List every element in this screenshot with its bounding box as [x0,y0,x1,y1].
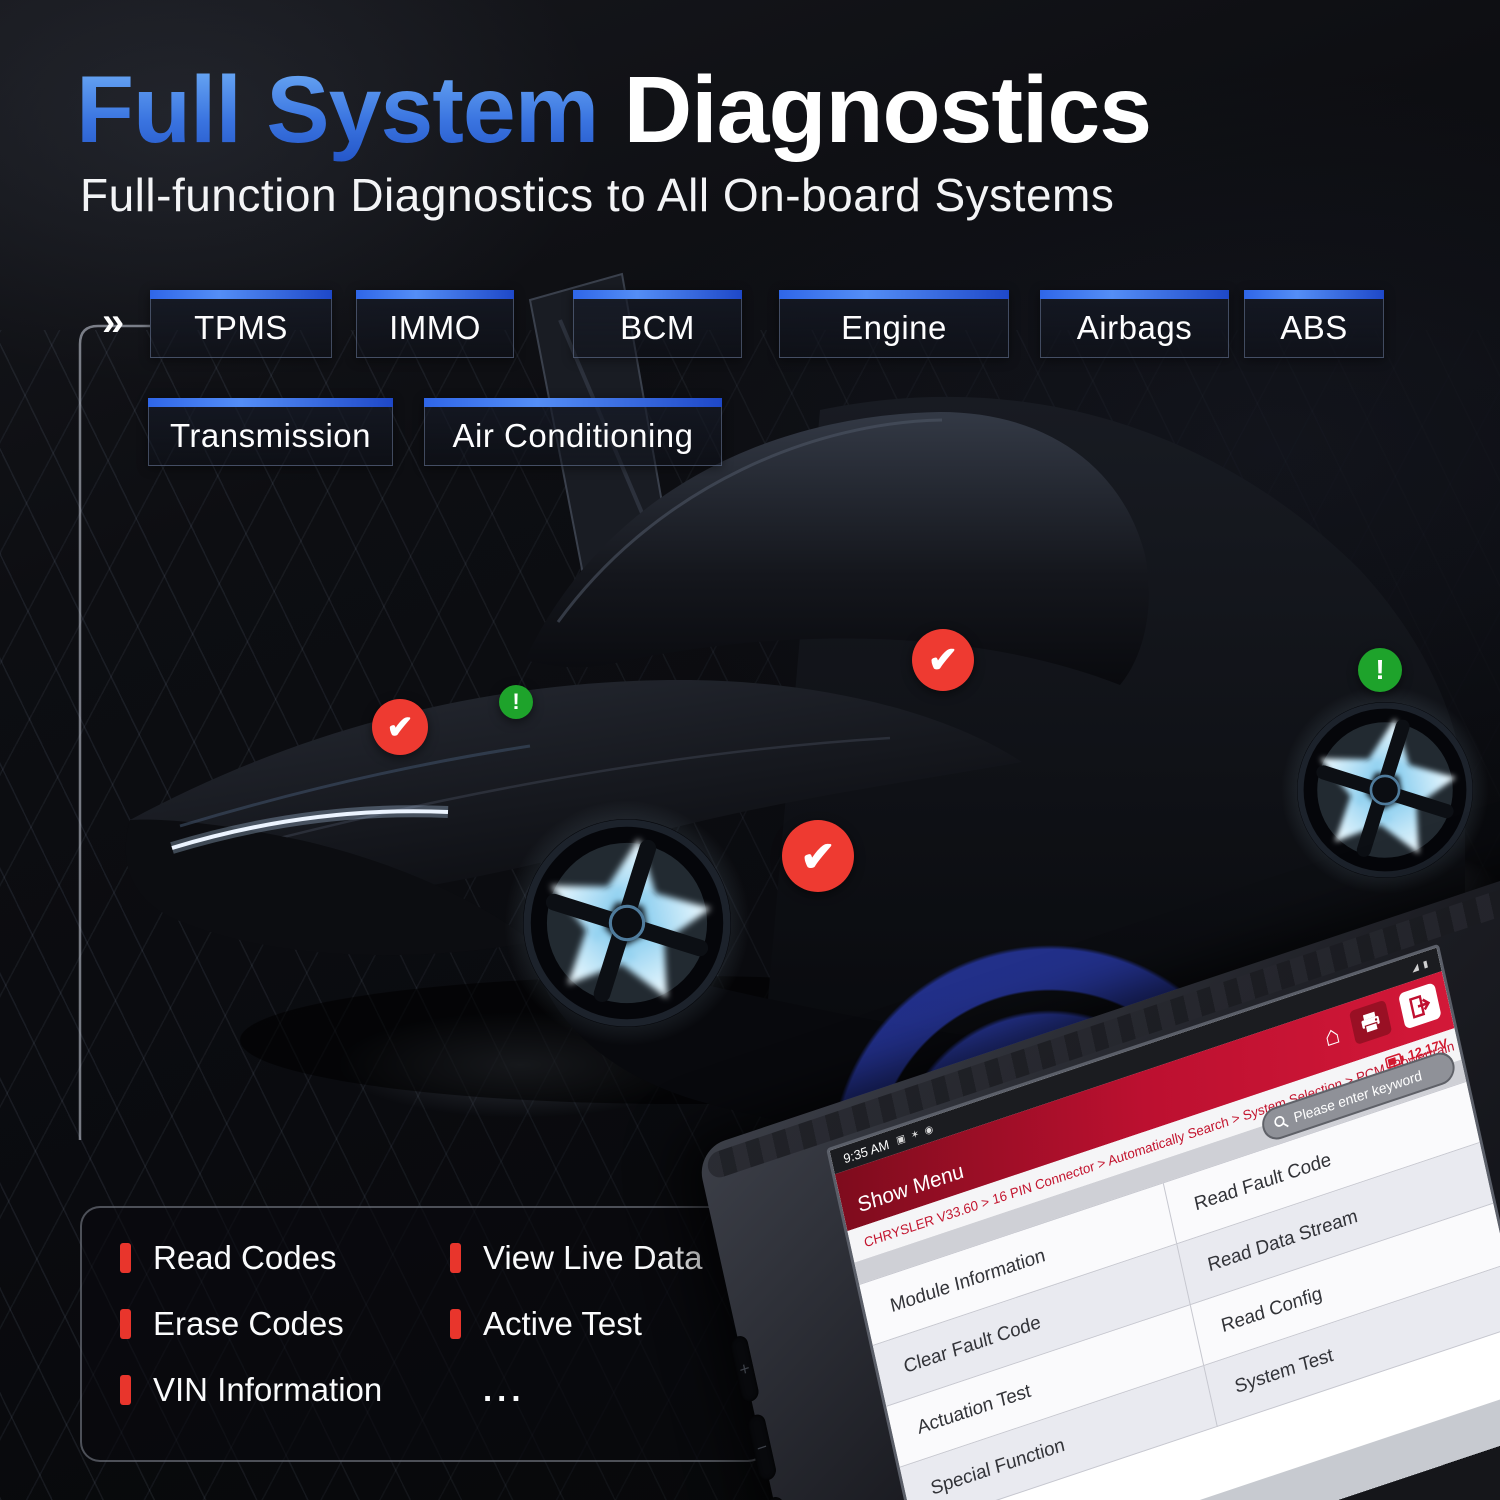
battery-icon: ▮ [1421,957,1429,970]
check-icon: ✔ [386,709,414,745]
battery-voltage: 12.17V [1384,1035,1449,1070]
badge-label: Engine [841,309,947,346]
feature-ellipsis: ... [483,1371,526,1408]
alert-icon: ! [1375,654,1385,685]
search-icon [1274,1115,1289,1127]
list-item: ... [450,1370,703,1410]
print-button[interactable] [1348,999,1393,1046]
check-icon: ✔ [800,832,836,880]
badge-label: Air Conditioning [452,417,694,454]
app-header: Show Menu ⌂ [834,971,1455,1232]
badge-label: IMMO [389,309,481,346]
badge-accent-bar [424,398,722,407]
system-badge-immo: IMMO [356,290,514,358]
feature-label: View Live Data [483,1239,703,1276]
chevrons-marker: » [102,300,125,344]
feature-bullet [120,1309,131,1339]
system-badge-tpms: TPMS [150,290,332,358]
feature-column-right: View Live Data Active Test ... [450,1238,703,1460]
list-item: VIN Information [120,1370,450,1410]
battery-icon [1384,1052,1404,1069]
alert-icon: ! [512,689,520,714]
system-badge-bcm: BCM [573,290,742,358]
feature-label: Read Codes [153,1239,337,1276]
badge-label: BCM [620,309,695,346]
exit-icon [1408,994,1431,1019]
search-input[interactable]: Please enter keyword [1259,1048,1458,1144]
list-item: Read Codes [120,1238,450,1278]
title-rest: Diagnostics [623,57,1152,163]
feature-bullet [450,1309,461,1339]
list-item: View Live Data [450,1238,703,1278]
badge-accent-bar [150,290,332,299]
page-title: Full System Diagnostics [76,56,1152,165]
header-actions: ⌂ [1320,982,1442,1055]
diagnostic-tablet: + − 9:35 AM ▣ ✶ ◉ ◢ ▮ Show Menu ⌂ [696,800,1500,1500]
feature-list-panel: Read Codes Erase Codes VIN Information V… [80,1206,768,1462]
feature-bullet [120,1375,131,1405]
home-icon[interactable]: ⌂ [1321,1018,1343,1053]
alert-badge: ! [499,685,533,719]
feature-bullet [120,1243,131,1273]
badge-label: Transmission [170,417,371,454]
feature-bullet [450,1243,461,1273]
system-badge-transmission: Transmission [148,398,393,466]
signal-icon: ◢ [1410,960,1420,973]
printer-icon [1361,1011,1380,1034]
badge-accent-bar [779,290,1009,299]
tablet-screen: 9:35 AM ▣ ✶ ◉ ◢ ▮ Show Menu ⌂ [826,943,1500,1500]
badge-label: TPMS [194,309,288,346]
badge-accent-bar [1040,290,1229,299]
system-badge-air-conditioning: Air Conditioning [424,398,722,466]
title-accent: Full System [76,57,599,163]
system-badge-airbags: Airbags [1040,290,1229,358]
check-icon: ✔ [927,639,959,680]
feature-column-left: Read Codes Erase Codes VIN Information [120,1238,450,1460]
list-item: Active Test [450,1304,703,1344]
system-badge-abs: ABS [1244,290,1384,358]
check-badge: ✔ [372,699,428,755]
badge-accent-bar [356,290,514,299]
list-item: Erase Codes [120,1304,450,1344]
badge-accent-bar [1244,290,1384,299]
exit-button[interactable] [1397,982,1442,1030]
feature-label: VIN Information [153,1371,383,1408]
feature-label: Erase Codes [153,1305,344,1342]
system-badge-engine: Engine [779,290,1009,358]
check-badge: ✔ [912,629,974,691]
badge-label: ABS [1280,309,1348,346]
badge-accent-bar [148,398,393,407]
check-badge: ✔ [782,820,854,892]
connector-line [78,324,150,1140]
status-icon: ✶ [909,1127,921,1142]
status-icon: ◉ [923,1123,935,1137]
page-subtitle: Full-function Diagnostics to All On-boar… [80,169,1115,221]
badge-label: Airbags [1076,309,1193,346]
status-right-icons: ◢ ▮ [1411,958,1429,974]
feature-label: Active Test [483,1305,642,1342]
status-icon: ▣ [895,1132,907,1147]
alert-badge: ! [1358,648,1402,692]
badge-accent-bar [573,290,742,299]
